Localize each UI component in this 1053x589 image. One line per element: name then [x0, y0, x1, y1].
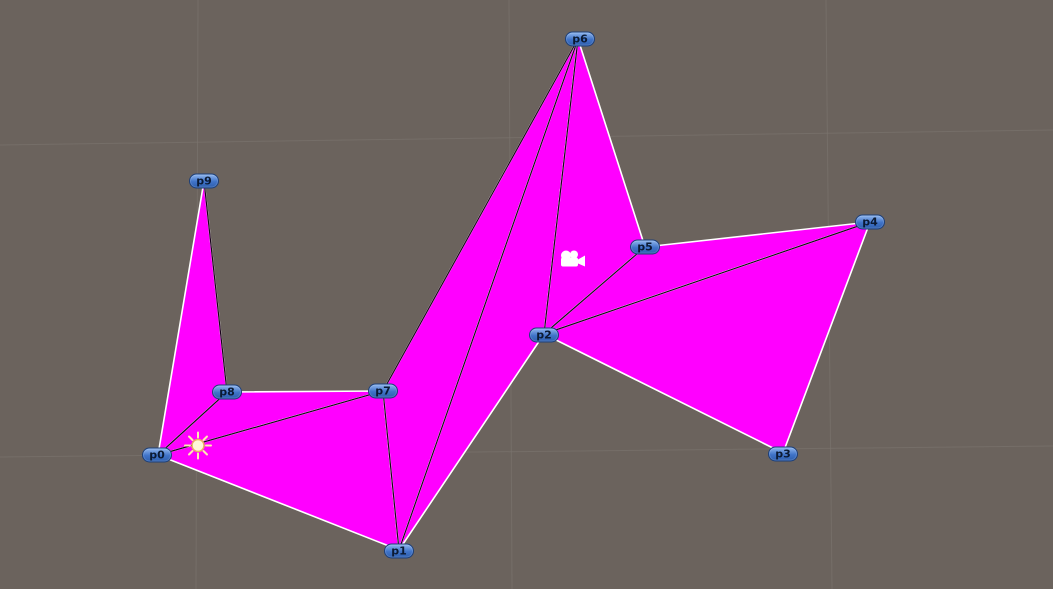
- vertex-label-p0[interactable]: p0: [142, 447, 172, 463]
- mesh-edge: [398, 38, 579, 551]
- mesh-edge: [543, 246, 646, 335]
- vertex-label-p9[interactable]: p9: [189, 173, 219, 189]
- mesh-edge: [382, 38, 579, 392]
- vertex-label-p6[interactable]: p6: [565, 31, 595, 47]
- mesh-edge: [157, 391, 228, 456]
- polygon-mesh[interactable]: [157, 38, 871, 551]
- mesh-edge: [382, 390, 400, 551]
- vertex-label-p5[interactable]: p5: [630, 239, 660, 255]
- mesh-edge: [543, 221, 871, 335]
- vertex-label-p8[interactable]: p8: [212, 384, 242, 400]
- mesh-edge: [203, 180, 228, 393]
- vertex-label-p4[interactable]: p4: [855, 214, 885, 230]
- mesh-edge: [543, 38, 579, 335]
- camera-gizmo-icon[interactable]: [557, 248, 587, 275]
- vertex-label-p1[interactable]: p1: [384, 543, 414, 559]
- sun-light-gizmo-icon[interactable]: [183, 431, 213, 466]
- vertex-label-p7[interactable]: p7: [368, 383, 398, 399]
- vertex-label-p2[interactable]: p2: [529, 327, 559, 343]
- vertex-label-p3[interactable]: p3: [768, 446, 798, 462]
